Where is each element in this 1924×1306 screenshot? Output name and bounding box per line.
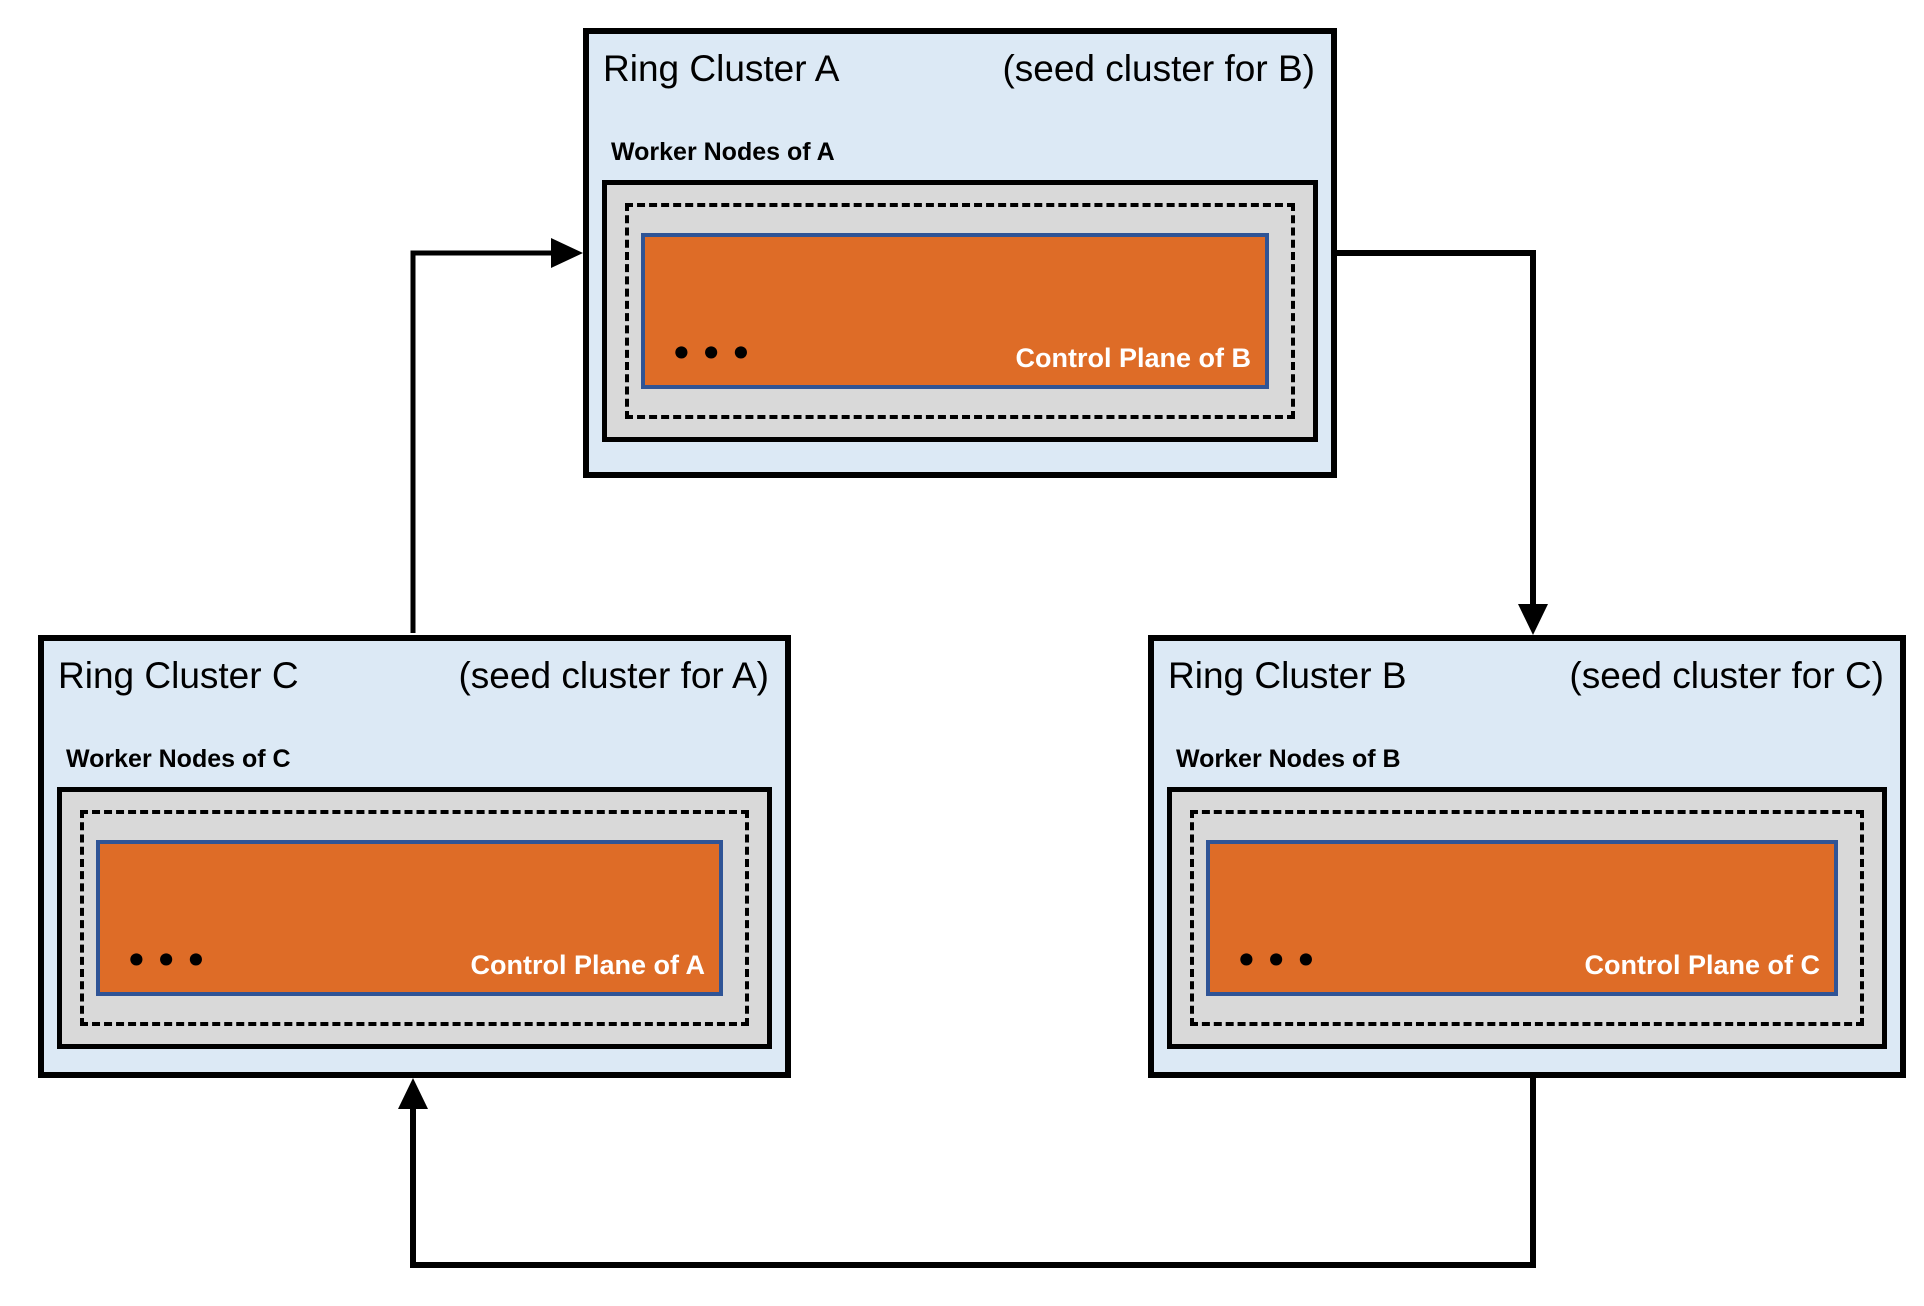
cluster-b-seed-note: (seed cluster for C) [1569,655,1884,696]
cluster-b-control-plane-row: ••• Control Plane of C [1234,940,1821,986]
cluster-b-control-plane-label: Control Plane of C [1584,949,1821,980]
cluster-b-worker-nodes-box: ••• Control Plane of C [1167,787,1887,1049]
cluster-c-hosted-control-plane: ••• Control Plane of A [96,840,723,996]
cluster-a-worker-nodes-label: Worker Nodes of A [611,138,835,166]
cluster-c-title: Ring Cluster C [58,655,299,696]
arrow-b-to-c [398,1078,1536,1268]
arrow-a-to-b [1337,250,1548,635]
cluster-a-dashed-region: ••• Control Plane of B [625,203,1295,419]
cluster-a-hosted-control-plane: ••• Control Plane of B [641,233,1269,389]
cluster-c-title-row: Ring Cluster C (seed cluster for A) [58,653,769,699]
cluster-c-worker-nodes-label: Worker Nodes of C [66,745,291,773]
cluster-a-seed-note: (seed cluster for B) [1002,48,1315,89]
cluster-c-worker-nodes-box: ••• Control Plane of A [57,787,772,1049]
cluster-b-worker-nodes-label: Worker Nodes of B [1176,745,1401,773]
cluster-a: Ring Cluster A (seed cluster for B) Work… [583,28,1337,478]
cluster-b-hosted-control-plane: ••• Control Plane of C [1206,840,1838,996]
arrow-c-to-a [410,238,583,633]
cluster-c: Ring Cluster C (seed cluster for A) Work… [38,635,791,1078]
cluster-a-title-row: Ring Cluster A (seed cluster for B) [603,46,1315,92]
cluster-b-title-row: Ring Cluster B (seed cluster for C) [1168,653,1884,699]
cluster-a-control-plane-row: ••• Control Plane of B [669,333,1252,379]
cluster-b-dashed-region: ••• Control Plane of C [1190,810,1864,1026]
cluster-a-worker-nodes-box: ••• Control Plane of B [602,180,1318,442]
ellipsis-dots: ••• [124,936,214,985]
cluster-a-title: Ring Cluster A [603,48,840,89]
cluster-c-control-plane-row: ••• Control Plane of A [124,940,706,986]
ellipsis-dots: ••• [669,329,759,378]
cluster-c-seed-note: (seed cluster for A) [458,655,769,696]
cluster-c-dashed-region: ••• Control Plane of A [80,810,749,1026]
cluster-b: Ring Cluster B (seed cluster for C) Work… [1148,635,1906,1078]
cluster-a-control-plane-label: Control Plane of B [1015,342,1252,373]
cluster-b-title: Ring Cluster B [1168,655,1407,696]
cluster-c-control-plane-label: Control Plane of A [470,949,706,980]
ellipsis-dots: ••• [1234,936,1324,985]
